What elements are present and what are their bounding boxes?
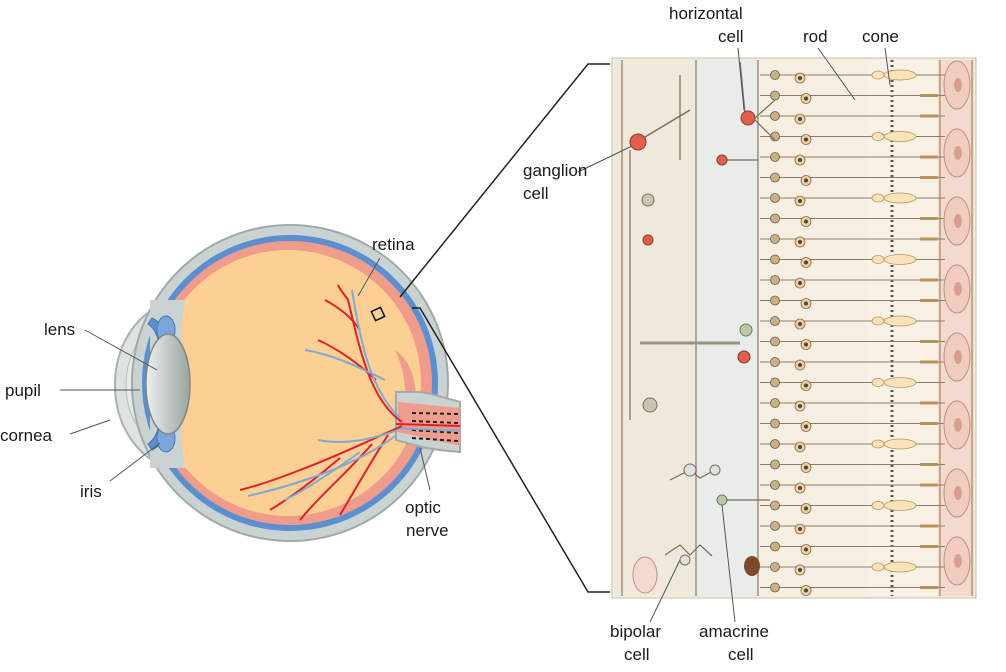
photoreceptor-row (760, 254, 945, 268)
retinal-veins (247, 289, 401, 501)
eye-leader-lines (60, 257, 431, 491)
label-amacrine-line1: amacrine (699, 622, 769, 641)
retina-detail-panel (611, 57, 977, 599)
vitreous-body (155, 250, 421, 516)
photoreceptor-row (760, 357, 945, 371)
epithelium-nucleus (954, 350, 962, 364)
lens-shape (145, 333, 191, 435)
photoreceptor-row (760, 561, 945, 576)
photoreceptor-row (760, 459, 945, 473)
label-cone: cone (862, 27, 899, 46)
photoreceptor-row (760, 152, 945, 166)
photoreceptor-row (760, 131, 945, 145)
label-lens: lens (44, 320, 75, 339)
photoreceptor-row (760, 172, 945, 186)
photoreceptor-row (760, 398, 945, 412)
photoreceptor-row (760, 418, 945, 432)
label-retina: retina (372, 235, 415, 254)
epithelium-nucleus (954, 214, 962, 228)
photoreceptor-row (760, 377, 945, 391)
label-horizontal-line2: cell (718, 27, 744, 46)
photoreceptor-row (760, 111, 945, 125)
photoreceptor-row (760, 438, 945, 453)
epithelium-nucleus (954, 282, 962, 296)
pigment-epithelium-cells (943, 60, 971, 586)
photoreceptor-row (760, 213, 945, 227)
label-ganglion-line1: ganglion (523, 161, 587, 180)
label-optic-line1: optic (405, 498, 441, 517)
layer-borders (621, 60, 759, 596)
epithelium-nucleus (954, 486, 962, 500)
photoreceptor-row (760, 541, 945, 555)
photoreceptor-row (760, 295, 945, 309)
panel-leader-lines (577, 47, 891, 623)
label-bipolar-line2: cell (624, 645, 650, 664)
retina-sample-marker (370, 306, 386, 322)
photoreceptor-row (760, 500, 945, 514)
photoreceptor-row (760, 69, 945, 84)
photoreceptor-row (760, 521, 945, 535)
optic-artery-red (395, 423, 461, 427)
label-pupil: pupil (5, 381, 41, 400)
optic-nerve-fibers (411, 412, 459, 442)
amacrine-bipolar-cells (632, 463, 770, 594)
photoreceptor-row (760, 315, 945, 330)
label-cornea: cornea (0, 426, 53, 445)
photoreceptor-rows (760, 69, 945, 596)
photoreceptor-row (760, 336, 945, 350)
photoreceptor-row (760, 582, 945, 596)
ganglion-cells (629, 75, 758, 420)
epithelium-nucleus (954, 418, 962, 432)
zoom-connector (399, 63, 610, 593)
label-horizontal-line1: horizontal (669, 4, 743, 23)
label-bipolar-line1: bipolar (610, 622, 661, 641)
label-iris: iris (80, 482, 102, 501)
label-ganglion-line2: cell (523, 184, 549, 203)
ganglion-layer-band (614, 60, 696, 596)
optic-vein-blue (395, 427, 461, 432)
eyeball (114, 224, 461, 542)
photoreceptor-row (760, 234, 945, 248)
label-optic-line2: nerve (406, 521, 449, 540)
photoreceptor-row (760, 90, 945, 104)
epithelium-nucleus (954, 78, 962, 92)
label-amacrine-line2: cell (728, 645, 754, 664)
epithelium-nucleus (954, 554, 962, 568)
photoreceptor-row (760, 192, 945, 207)
photoreceptor-row (760, 480, 945, 494)
photoreceptor-row (760, 275, 945, 289)
label-rod: rod (803, 27, 828, 46)
epithelium-nucleus (954, 146, 962, 160)
horizontal-cell-shape (739, 61, 776, 141)
